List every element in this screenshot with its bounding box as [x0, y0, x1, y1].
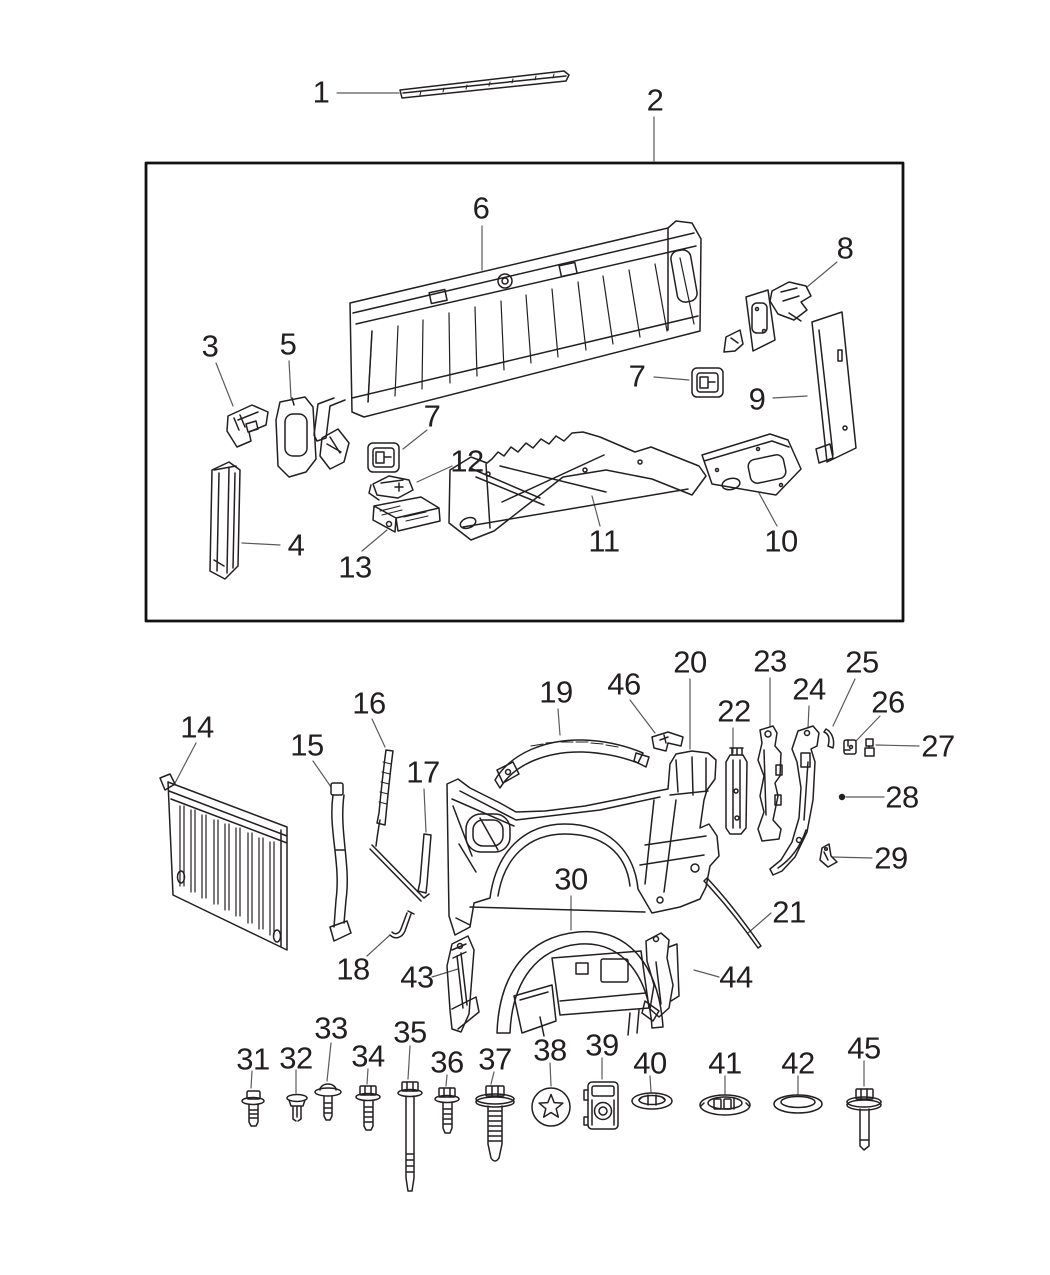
callout-6: 6 — [472, 190, 490, 226]
callout-30: 30 — [554, 861, 588, 897]
callout-5: 5 — [279, 326, 297, 362]
callout-18: 18 — [336, 951, 370, 987]
fastener-33-washer-bolt — [314, 1083, 342, 1121]
callout-15: 15 — [290, 727, 324, 763]
assembly-box-frame — [144, 161, 905, 623]
part-8-bracket — [769, 281, 812, 322]
callout-2: 2 — [646, 82, 664, 118]
part-small-wedge — [319, 428, 350, 470]
part-29-angle-clip — [819, 843, 838, 868]
part-11-crossmember — [448, 431, 707, 541]
part-30-wheelhouse-liner — [496, 930, 664, 1037]
callout-14: 14 — [180, 709, 214, 745]
callout-42: 42 — [781, 1045, 815, 1081]
part-17-molding-strip — [369, 833, 432, 902]
part-16-seal-strip — [375, 749, 394, 847]
callout-10: 10 — [764, 523, 798, 559]
callout-35: 35 — [393, 1014, 427, 1050]
fastener-31-bolt — [241, 1090, 265, 1127]
part-23-pillar-reinforcement — [757, 725, 783, 842]
callout-4: 4 — [287, 527, 305, 563]
callout-11: 11 — [588, 523, 620, 559]
callout-44: 44 — [719, 959, 753, 995]
part-22-reinforcement — [725, 747, 748, 835]
callout-32: 32 — [279, 1040, 313, 1076]
callout-27: 27 — [921, 728, 955, 764]
callout-3: 3 — [201, 328, 219, 364]
fastener-41-grommet — [699, 1094, 751, 1116]
fastener-36-hex-bolt — [434, 1087, 460, 1134]
fastener-39-cage-nut — [583, 1081, 619, 1130]
callout-28: 28 — [885, 779, 919, 815]
part-7-clip-left — [367, 442, 400, 473]
fastener-34-hex-bolt — [355, 1085, 381, 1131]
part-10-floor-extension — [701, 433, 802, 496]
callout-33: 33 — [314, 1010, 348, 1046]
fastener-35-long-bolt — [397, 1081, 423, 1192]
part-15-corner-strip — [329, 782, 352, 942]
part-18-hook-bracket — [389, 910, 415, 939]
part-5-reinforcement-plate — [275, 396, 317, 478]
fastener-42-seal-ring — [773, 1094, 823, 1114]
part-43-liner-bracket — [446, 935, 480, 1033]
part-13-bracket — [372, 496, 441, 533]
part-1-rail-strip — [399, 70, 570, 99]
part-7-clip-right — [691, 367, 724, 398]
part-44-liner-bracket — [641, 932, 680, 1022]
callout-16: 16 — [352, 685, 386, 721]
callout-43: 43 — [400, 959, 434, 995]
part-4-pillar-channel — [209, 461, 241, 580]
part-20-quarter-panel — [446, 750, 720, 936]
callout-40: 40 — [633, 1045, 667, 1081]
part-9-filler-panel — [723, 289, 857, 464]
callout-17: 17 — [406, 754, 440, 790]
part-14-front-panel — [159, 773, 288, 951]
callout-20: 20 — [673, 644, 707, 680]
callout-9: 9 — [748, 381, 766, 417]
fastener-38-star-washer — [531, 1087, 571, 1127]
callout-19: 19 — [539, 674, 573, 710]
fastener-32-push-nut — [286, 1093, 308, 1122]
callout-37: 37 — [478, 1041, 512, 1077]
callout-36: 36 — [430, 1044, 464, 1080]
callout-41: 41 — [708, 1045, 742, 1081]
callout-21: 21 — [772, 894, 806, 930]
callout-38: 38 — [533, 1032, 567, 1068]
part-27-clip — [864, 738, 875, 757]
fastener-40-grommet — [631, 1092, 673, 1110]
callout-1: 1 — [312, 74, 330, 110]
callout-31: 31 — [236, 1041, 270, 1077]
callout-22: 22 — [717, 693, 751, 729]
callout-13: 13 — [338, 549, 372, 585]
part-28-pin — [838, 793, 846, 801]
callout-34: 34 — [351, 1038, 385, 1074]
part-21-support-rod — [703, 877, 762, 949]
callout-7: 7 — [628, 358, 646, 394]
callout-25: 25 — [845, 644, 879, 680]
leader-lines — [173, 92, 920, 1096]
callout-46: 46 — [607, 666, 641, 702]
callout-12: 12 — [450, 443, 484, 479]
callout-26: 26 — [871, 684, 905, 720]
callout-8: 8 — [836, 230, 854, 266]
part-26-clip — [843, 739, 857, 755]
part-6-front-panel — [313, 220, 702, 442]
fastener-37-rivet-stud — [475, 1085, 515, 1162]
part-12-bracket — [368, 475, 414, 501]
callout-29: 29 — [874, 840, 908, 876]
callout-45: 45 — [847, 1030, 881, 1066]
fastener-45-washer-bolt — [846, 1088, 882, 1151]
part-46-small-bracket — [651, 731, 684, 752]
callout-7: 7 — [423, 398, 441, 434]
part-25-clip — [823, 728, 835, 749]
callout-39: 39 — [585, 1027, 619, 1063]
part-19-upper-rail — [494, 739, 650, 789]
callout-24: 24 — [792, 671, 826, 707]
callout-23: 23 — [753, 643, 787, 679]
part-24-pillar-brace — [769, 725, 820, 876]
part-3-bracket — [226, 404, 269, 448]
